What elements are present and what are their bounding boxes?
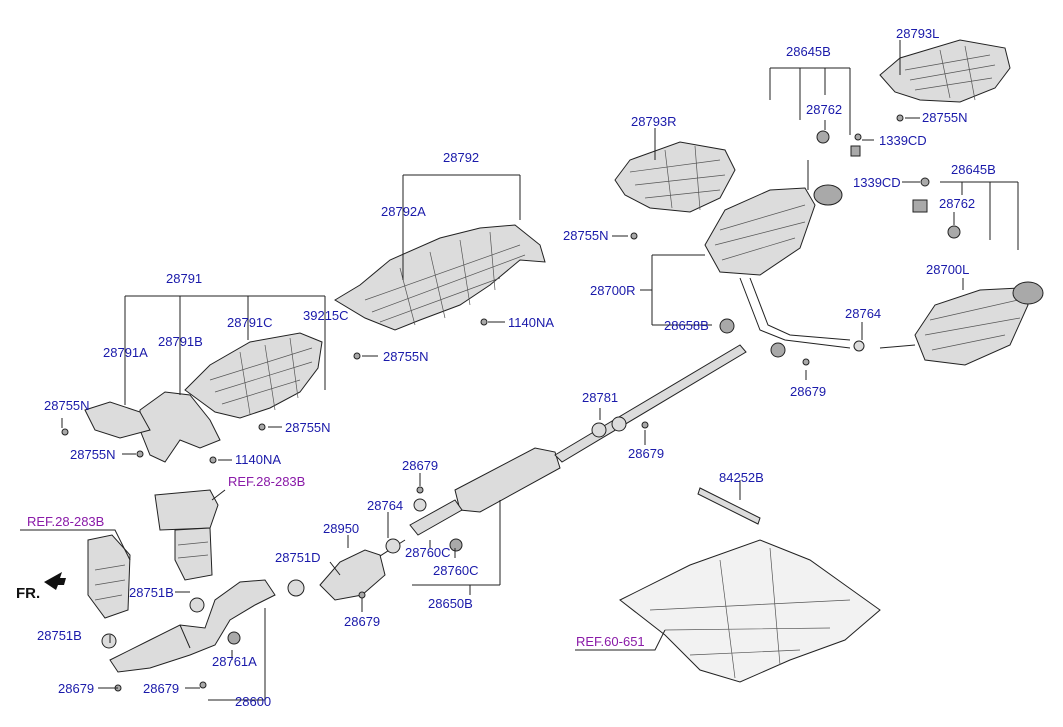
center-muffler-28650b (409, 344, 747, 536)
part-label: 28950 (323, 521, 359, 536)
part-label: 28679 (143, 681, 179, 696)
part-label: 28781 (582, 390, 618, 405)
reference-link[interactable]: REF.28-283B (228, 474, 305, 489)
part-label: 28679 (402, 458, 438, 473)
floor-panel (619, 487, 881, 683)
heat-protector-28793r (614, 141, 736, 213)
leader-lines (20, 40, 1019, 701)
part-label: 28755N (70, 447, 116, 462)
part-label: 28658B (664, 318, 709, 333)
part-label: 28793R (631, 114, 677, 129)
part-label: 28645B (786, 44, 831, 59)
rear-muffler-28700r (704, 184, 851, 349)
part-label: 28650B (428, 596, 473, 611)
part-label: 28791C (227, 315, 273, 330)
small-hardware (61, 114, 961, 692)
part-label: 28792A (381, 204, 426, 219)
heat-protector-28791 (84, 332, 323, 463)
catalytic-converter-28950 (319, 539, 406, 601)
part-label: 28755N (563, 228, 609, 243)
part-label: 39215C (303, 308, 349, 323)
heat-protector-28792a (334, 224, 546, 331)
part-label: 28791 (166, 271, 202, 286)
front-direction-arrow-icon (44, 572, 66, 590)
part-labels: 28793L 28645B 28762 1339CD 28755N 28793R… (37, 26, 996, 709)
rear-muffler-28700l (879, 281, 1044, 366)
exhaust-manifold-left (87, 489, 219, 619)
reference-link[interactable]: REF.28-283B (27, 514, 104, 529)
part-label: 28762 (939, 196, 975, 211)
part-label: 28751D (275, 550, 321, 565)
part-label: 28700R (590, 283, 636, 298)
part-label: 28760C (405, 545, 451, 560)
part-label: 28755N (285, 420, 331, 435)
heat-protector-28793l (879, 39, 1011, 103)
part-label: 1140NA (235, 452, 281, 467)
part-label: 28755N (922, 110, 968, 125)
part-label: 28793L (896, 26, 939, 41)
part-label: 28791B (158, 334, 203, 349)
reference-link[interactable]: REF.60-651 (576, 634, 645, 649)
part-label: 28679 (344, 614, 380, 629)
part-label: 28755N (44, 398, 90, 413)
part-label: 28755N (383, 349, 429, 364)
part-label: 28679 (58, 681, 94, 696)
reference-labels: REF.28-283B REF.28-283B REF.60-651 (27, 474, 645, 649)
part-label: 28679 (790, 384, 826, 399)
part-label: 28761A (212, 654, 257, 669)
part-label: 28645B (951, 162, 996, 177)
part-label: 28600 (235, 694, 271, 709)
part-label: 28762 (806, 102, 842, 117)
part-label: 28679 (628, 446, 664, 461)
part-label: 28792 (443, 150, 479, 165)
part-label: 28760C (433, 563, 479, 578)
part-label: 28764 (367, 498, 403, 513)
part-label: 28791A (103, 345, 148, 360)
part-label: 28751B (129, 585, 174, 600)
part-label: 28700L (926, 262, 969, 277)
part-label: 28751B (37, 628, 82, 643)
front-marker-label: FR. (16, 585, 40, 602)
part-label: 1339CD (853, 175, 901, 190)
part-label: 84252B (719, 470, 764, 485)
part-label: 28764 (845, 306, 881, 321)
part-label: 1140NA (508, 315, 554, 330)
front-pipe-28600 (109, 579, 276, 673)
part-label: 1339CD (879, 133, 927, 148)
